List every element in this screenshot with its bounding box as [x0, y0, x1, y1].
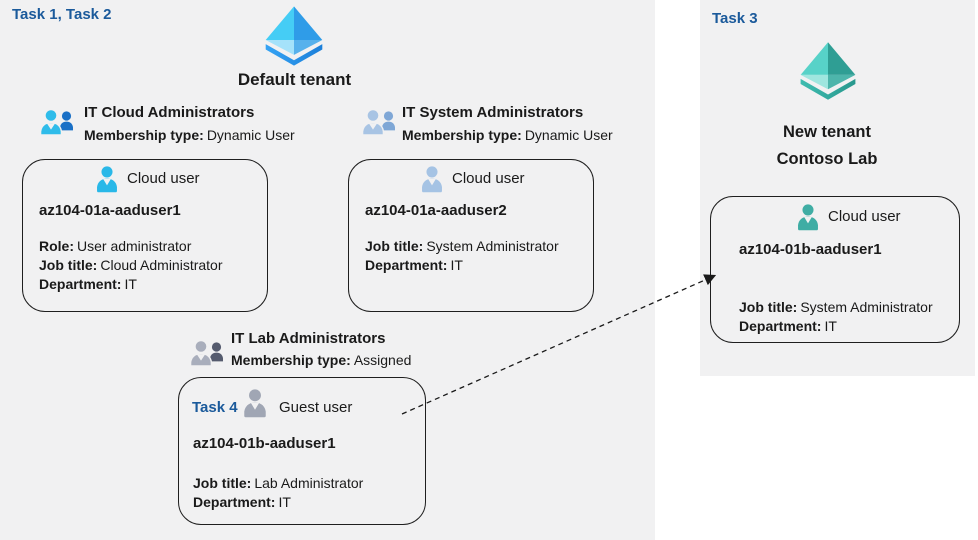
username: az104-01a-aaduser1	[39, 202, 181, 219]
membership-type-label: Membership type:	[84, 127, 204, 143]
group-title-lab-admins: IT Lab Administrators	[231, 330, 386, 347]
cloud-user-icon	[419, 164, 445, 195]
username: az104-01a-aaduser2	[365, 202, 507, 219]
cloud-user-icon	[94, 164, 120, 195]
user-type-label: Cloud user	[127, 170, 200, 187]
cloud-user-icon	[795, 202, 821, 233]
user-card-aaduser1: Cloud user az104-01a-aaduser1 Role:User …	[22, 159, 268, 312]
user-type-label: Guest user	[279, 399, 353, 416]
task-1-2-label: Task 1, Task 2	[12, 6, 112, 23]
field-department: Department:IT	[365, 257, 463, 273]
new-tenant-user-card: Cloud user az104-01b-aaduser1 Job title:…	[710, 196, 960, 343]
user-type-label: Cloud user	[828, 208, 901, 225]
username: az104-01b-aaduser1	[739, 241, 882, 258]
field-job-title: Job title:System Administrator	[739, 299, 933, 315]
field-role: Role:User administrator	[39, 238, 192, 254]
user-fields: Job title:System Administrator Departmen…	[739, 298, 933, 336]
username: az104-01b-aaduser1	[193, 435, 336, 452]
field-department: Department:IT	[193, 494, 291, 510]
new-tenant-title-line2: Contoso Lab	[776, 150, 878, 168]
field-job-title: Job title:Cloud Administrator	[39, 257, 223, 273]
guest-user-card: Task 4 Guest user az104-01b-aaduser1 Job…	[178, 377, 426, 525]
field-department: Department:IT	[739, 318, 837, 334]
membership-type-value: Assigned	[353, 352, 412, 368]
membership-type-label: Membership type:	[402, 127, 522, 143]
default-tenant-panel	[0, 0, 655, 540]
group-title-cloud-admins: IT Cloud Administrators	[84, 104, 255, 121]
membership-type-label: Membership type:	[231, 352, 351, 368]
field-department: Department:IT	[39, 276, 137, 292]
group-icon-system-admins	[360, 106, 400, 138]
azure-ad-icon-default	[257, 5, 331, 67]
field-job-title: Job title:System Administrator	[365, 238, 559, 254]
group-membership-lab-admins: Membership type:Assigned	[231, 352, 411, 368]
user-type-label: Cloud user	[452, 170, 525, 187]
membership-type-value: Dynamic User	[206, 127, 295, 143]
user-fields: Job title:System Administrator Departmen…	[365, 237, 559, 275]
azure-ad-icon-new-tenant	[794, 41, 862, 101]
group-membership-cloud-admins: Membership type:Dynamic User	[84, 127, 295, 143]
group-title-system-admins: IT System Administrators	[402, 104, 584, 121]
default-tenant-title: Default tenant	[237, 70, 352, 89]
new-tenant-title-line1: New tenant	[782, 123, 871, 141]
membership-type-value: Dynamic User	[524, 127, 613, 143]
group-membership-system-admins: Membership type:Dynamic User	[402, 127, 613, 143]
guest-user-icon	[241, 387, 269, 420]
task-3-label: Task 3	[712, 10, 758, 27]
group-icon-cloud-admins	[38, 106, 78, 138]
user-card-aaduser2: Cloud user az104-01a-aaduser2 Job title:…	[348, 159, 594, 312]
task-4-label: Task 4	[192, 399, 238, 416]
new-tenant-title: New tenant Contoso Lab	[727, 119, 927, 173]
user-fields: Role:User administrator Job title:Cloud …	[39, 237, 223, 294]
field-job-title: Job title:Lab Administrator	[193, 475, 364, 491]
group-icon-lab-admins	[188, 337, 228, 369]
user-fields: Job title:Lab Administrator Department:I…	[193, 474, 363, 512]
